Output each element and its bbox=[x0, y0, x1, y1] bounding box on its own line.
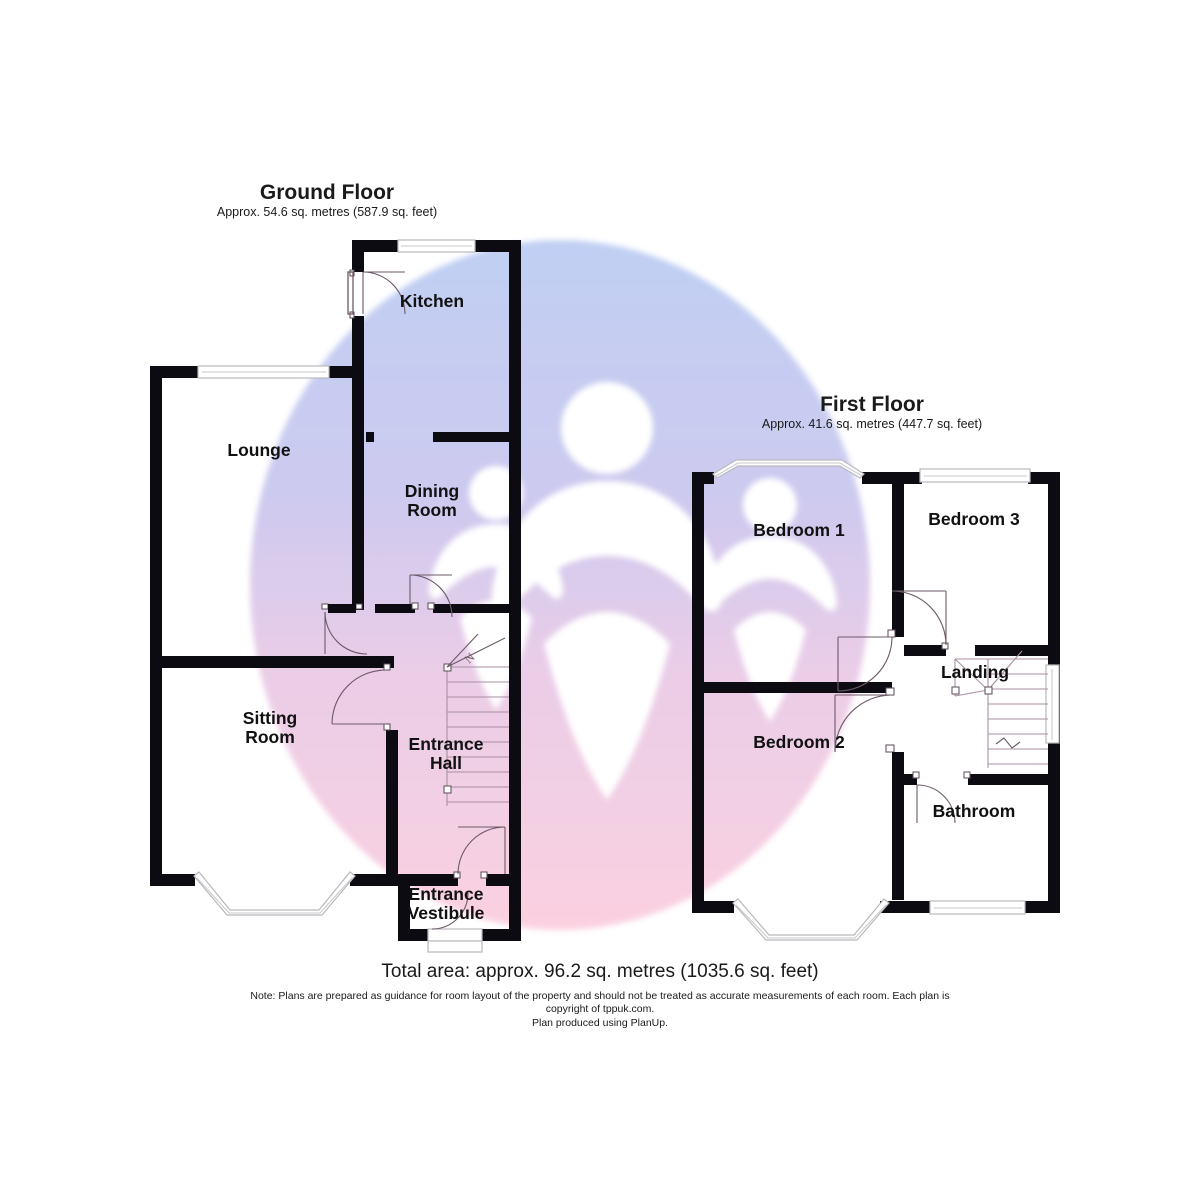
wall-lounge-sitting-left bbox=[150, 366, 162, 886]
window-lounge-top bbox=[197, 365, 330, 379]
wall-sitting-bottom-right bbox=[350, 874, 398, 886]
wall-lounge-sitting-divider bbox=[150, 656, 366, 668]
wall-dining-bottom-right bbox=[433, 604, 509, 613]
room-label-kitchen: Kitchen bbox=[400, 291, 464, 311]
room-label-dining-room-line2: Room bbox=[407, 500, 457, 520]
wall-lounge-top-right bbox=[327, 366, 364, 378]
first-floor-subtitle: Approx. 41.6 sq. metres (447.7 sq. feet) bbox=[762, 417, 982, 431]
door-kitchen bbox=[347, 269, 406, 319]
wall-bedroom2-bottom-left bbox=[692, 901, 734, 913]
door-lounge bbox=[321, 603, 368, 655]
wall-vestibule-top-right bbox=[486, 874, 521, 886]
wall-bedroom1-top-right bbox=[862, 472, 892, 484]
wall-bathroom-top-left bbox=[892, 774, 917, 785]
footer-group: Total area: approx. 96.2 sq. metres (103… bbox=[250, 961, 949, 1029]
room-label-entrance-hall-line2: Hall bbox=[430, 753, 462, 773]
total-area-text: Total area: approx. 96.2 sq. metres (103… bbox=[381, 961, 818, 982]
staircase-first bbox=[951, 650, 1048, 768]
ground-floor-subtitle: Approx. 54.6 sq. metres (587.9 sq. feet) bbox=[217, 205, 437, 219]
note-line-1: Note: Plans are prepared as guidance for… bbox=[250, 990, 949, 1002]
door-front-entrance bbox=[427, 892, 483, 953]
first-floor-title: First Floor bbox=[820, 393, 924, 416]
door-vestibule-inner bbox=[453, 826, 506, 879]
room-label-entrance-vestibule-line2: Vestibule bbox=[408, 903, 485, 923]
wall-bedroom3-bottom-left bbox=[904, 645, 946, 656]
ground-floor-title: Ground Floor bbox=[260, 181, 394, 204]
wall-hall-left bbox=[386, 730, 398, 886]
room-label-dining-room-line1: Dining bbox=[405, 481, 459, 501]
room-label-entrance-hall-line1: Entrance bbox=[409, 734, 484, 754]
first-floor-structure: Bedroom 1 Bedroom 3 Bedroom 2 Landing Ba… bbox=[692, 459, 1060, 941]
wall-bathroom-top-right bbox=[968, 774, 1048, 785]
wall-bedroom3-bottom-right bbox=[975, 645, 1048, 656]
room-label-lounge: Lounge bbox=[227, 440, 290, 460]
note-line-2: copyright of tppuk.com. bbox=[546, 1003, 655, 1015]
wall-bedroom1-bottom bbox=[692, 682, 892, 693]
door-bedroom-3 bbox=[891, 590, 949, 650]
room-label-bedroom-3: Bedroom 3 bbox=[928, 509, 1020, 529]
wall-bathroom-bottom-right bbox=[1022, 901, 1060, 913]
wall-bedroom2-bottom-right bbox=[880, 901, 920, 913]
door-sitting-room bbox=[331, 663, 391, 731]
door-bathroom bbox=[912, 771, 971, 824]
bay-window-bedroom-2 bbox=[732, 898, 890, 941]
wall-kitchen-left-lower bbox=[352, 316, 364, 372]
wall-kitchen-left-upper bbox=[352, 240, 364, 272]
watermark-group bbox=[250, 240, 870, 930]
wall-lounge-door-head bbox=[328, 604, 356, 613]
bay-window-bedroom-1 bbox=[712, 459, 865, 479]
wall-vestibule-bottom-right bbox=[482, 929, 521, 941]
window-bedroom-3-top bbox=[919, 468, 1031, 483]
wall-vestibule-bottom-left bbox=[398, 929, 428, 941]
wall-bedroom2-right bbox=[892, 752, 904, 900]
wall-sitting-bottom-left bbox=[150, 874, 195, 886]
wall-hall-top bbox=[375, 604, 415, 613]
room-label-bedroom-2: Bedroom 2 bbox=[753, 732, 845, 752]
note-line-3: Plan produced using PlanUp. bbox=[532, 1017, 668, 1029]
wall-dining-top bbox=[433, 432, 511, 442]
bay-window-sitting-room bbox=[193, 871, 356, 916]
door-bedroom-1 bbox=[837, 629, 896, 692]
room-label-bathroom: Bathroom bbox=[933, 801, 1016, 821]
room-label-sitting-room-line2: Room bbox=[245, 727, 295, 747]
wall-bathroom-bottom-left bbox=[920, 901, 932, 913]
staircase-ground: N bbox=[443, 633, 509, 806]
room-label-bedroom-1: Bedroom 1 bbox=[753, 520, 845, 540]
watermark-logo bbox=[428, 382, 838, 800]
wall-nub-dining bbox=[366, 432, 374, 442]
door-bedroom-2 bbox=[834, 687, 895, 753]
room-label-landing: Landing bbox=[941, 662, 1009, 682]
wall-bedroom3-top-left bbox=[892, 472, 922, 484]
wall-vestibule-top-left bbox=[398, 874, 458, 886]
window-kitchen-top bbox=[397, 239, 476, 253]
window-bathroom-bottom bbox=[929, 900, 1026, 915]
ground-floor-structure: N Kitchen Lounge Dining Room Sitting Roo… bbox=[150, 239, 521, 953]
wall-bedroom1-right bbox=[892, 472, 904, 637]
wall-ground-right bbox=[509, 240, 521, 941]
wall-dining-left bbox=[352, 360, 364, 610]
room-label-sitting-room-line1: Sitting bbox=[243, 708, 297, 728]
wall-vestibule-left bbox=[398, 874, 410, 941]
room-label-entrance-vestibule-line1: Entrance bbox=[409, 884, 484, 904]
wall-bedroom1-top-left bbox=[692, 472, 714, 484]
door-dining-room bbox=[375, 574, 509, 618]
wall-lounge-top-left bbox=[150, 366, 200, 378]
